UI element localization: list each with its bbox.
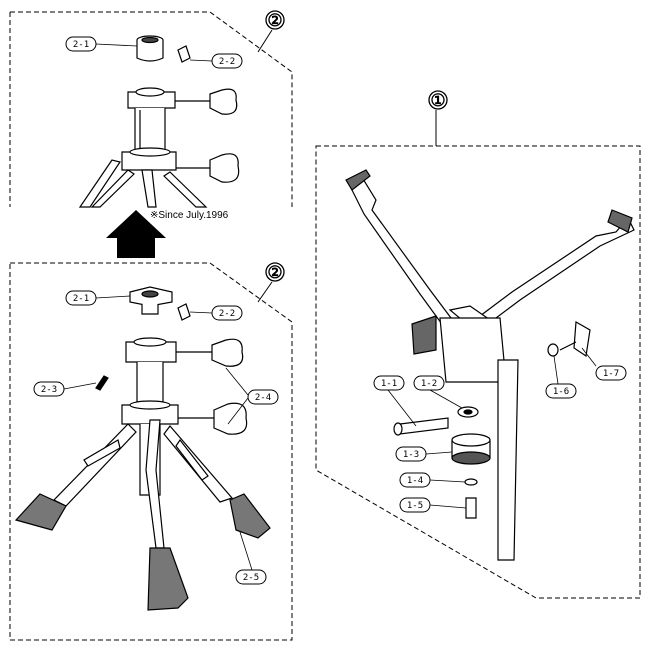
callout-bottom-2-4: 2-4 bbox=[255, 393, 271, 403]
lower-assembly-drawing bbox=[14, 286, 271, 611]
right-group-outline bbox=[315, 145, 641, 599]
callout-1-7: 1-7 bbox=[603, 369, 619, 379]
since-note: ※Since July.1996 bbox=[150, 210, 229, 221]
section-label-lower-text: ② bbox=[267, 263, 282, 282]
lower-group-outline bbox=[9, 262, 293, 641]
callout-1-5: 1-5 bbox=[407, 501, 423, 511]
callout-1-1: 1-1 bbox=[381, 379, 397, 389]
top-assembly-drawing bbox=[78, 35, 240, 208]
top-group-outline bbox=[10, 11, 293, 207]
callout-1-3: 1-3 bbox=[403, 450, 419, 460]
section-label-top-text: ② bbox=[267, 11, 282, 30]
callout-bottom-2-3: 2-3 bbox=[41, 385, 57, 395]
callout-top-2-2: 2-2 bbox=[219, 57, 235, 67]
section-label-right-text: ① bbox=[430, 91, 445, 110]
callout-bottom-2-5: 2-5 bbox=[243, 573, 259, 583]
callout-1-4: 1-4 bbox=[407, 476, 423, 486]
dashed-outlines bbox=[9, 11, 641, 641]
update-arrow-icon bbox=[106, 210, 166, 258]
callout-pills bbox=[33, 36, 627, 585]
section-label-right-circle bbox=[428, 90, 448, 110]
callout-1-6: 1-6 bbox=[553, 387, 569, 397]
section-label-lower-circle bbox=[265, 262, 285, 282]
callout-1-2: 1-2 bbox=[421, 379, 437, 389]
callout-bottom-2-1: 2-1 bbox=[73, 294, 89, 304]
right-assembly-drawing bbox=[345, 169, 635, 561]
section-label-top bbox=[265, 10, 285, 30]
callout-top-2-1: 2-1 bbox=[73, 40, 89, 50]
leader-lines bbox=[63, 43, 597, 571]
callout-labels: 2-1 2-2 2-1 2-2 2-3 2-4 2-5 1-1 1-2 1-3 … bbox=[41, 40, 619, 583]
callout-bottom-2-2: 2-2 bbox=[219, 309, 235, 319]
